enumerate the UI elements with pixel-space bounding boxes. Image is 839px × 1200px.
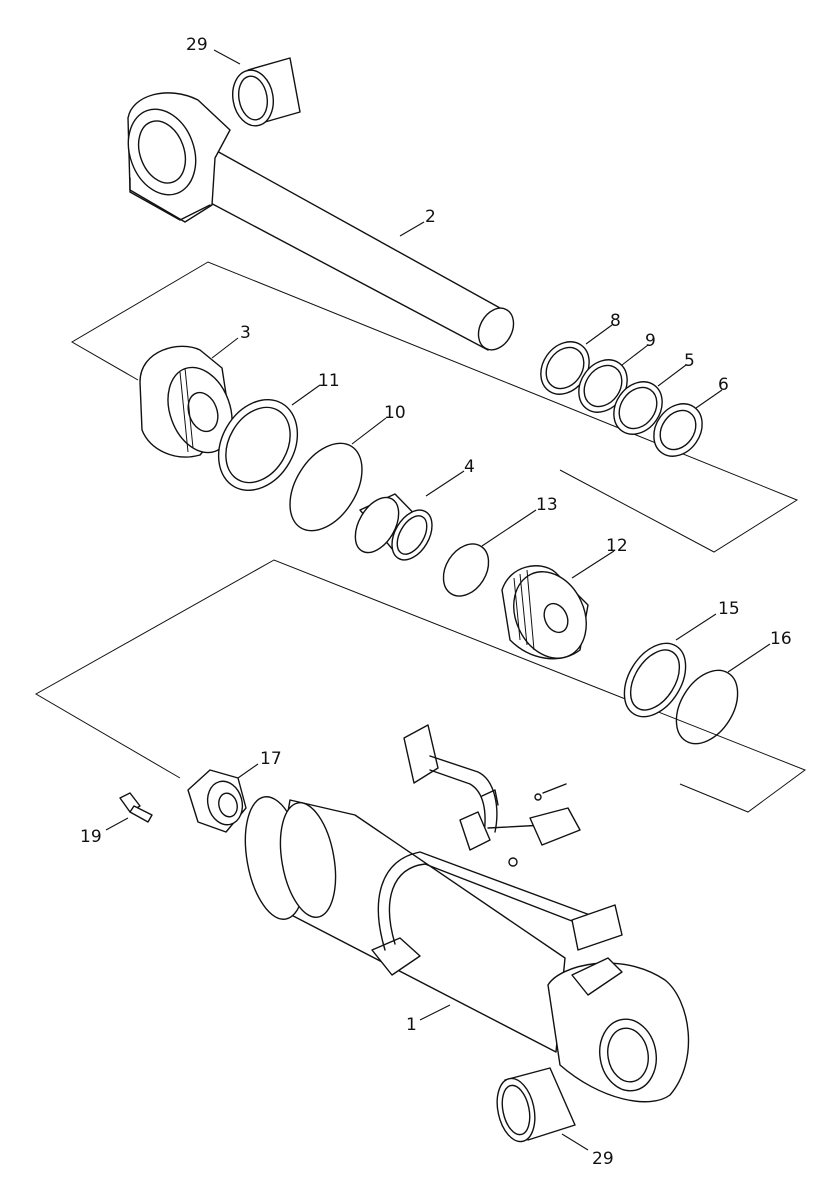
- o-ring-10: [289, 442, 363, 532]
- callout-29-top: 29: [186, 35, 208, 55]
- piston-12: [501, 565, 589, 660]
- callout-3: 3: [240, 323, 251, 343]
- cylinder-tube: [244, 724, 690, 1103]
- callout-10: 10: [384, 403, 406, 423]
- o-ring-16: [675, 669, 739, 745]
- callout-19: 19: [80, 827, 102, 847]
- callout-17: 17: [260, 749, 282, 769]
- callout-1: 1: [406, 1015, 417, 1035]
- o-ring-13: [442, 543, 490, 597]
- callout-11: 11: [318, 371, 340, 391]
- seal-ring-9: [578, 359, 628, 413]
- callout-leaders: [105, 49, 771, 1151]
- callout-9: 9: [645, 331, 656, 351]
- seal-group-frame: [71, 261, 799, 553]
- nut-17: [187, 769, 247, 833]
- callout-15: 15: [718, 599, 740, 619]
- callout-16: 16: [770, 629, 792, 649]
- callout-29-bottom: 29: [592, 1149, 614, 1169]
- bushing-4: [354, 493, 433, 561]
- ring-15: [623, 642, 687, 718]
- callout-2: 2: [425, 207, 436, 227]
- ring-11: [217, 399, 299, 491]
- callout-13: 13: [536, 495, 558, 515]
- callout-5: 5: [684, 351, 695, 371]
- bushing-top: [232, 57, 301, 127]
- bolt-19: [119, 792, 153, 823]
- callout-12: 12: [606, 536, 628, 556]
- bushing-bottom: [496, 1067, 576, 1143]
- callout-4: 4: [464, 457, 475, 477]
- cylinder-head: [139, 345, 233, 458]
- piston-group-frame: [34, 559, 807, 813]
- seal-ring-6: [653, 403, 703, 457]
- piston-rod: [127, 92, 515, 351]
- seal-ring-8: [540, 341, 590, 395]
- callout-8: 8: [610, 311, 621, 331]
- callout-6: 6: [718, 375, 729, 395]
- seal-ring-5: [613, 381, 663, 435]
